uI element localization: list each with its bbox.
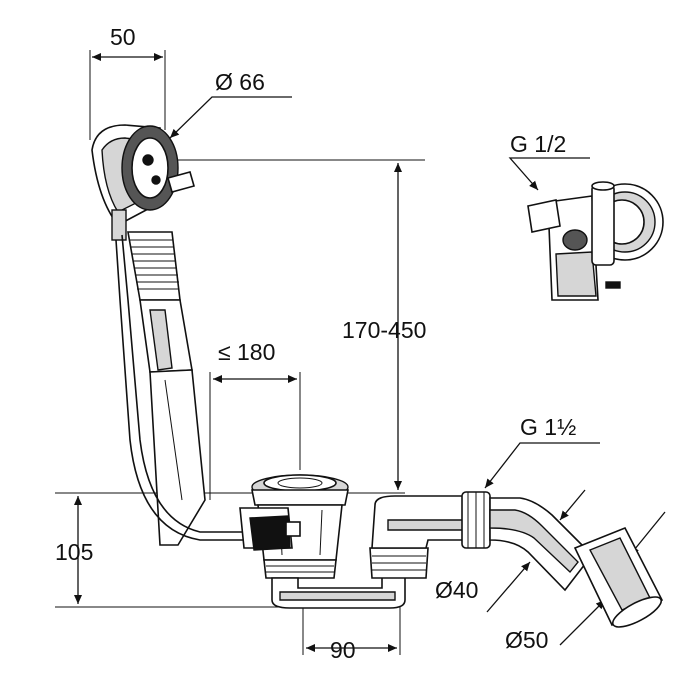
label-diameter-40: Ø40 xyxy=(435,577,478,603)
leader-g12 xyxy=(508,157,590,191)
label-50: 50 xyxy=(110,24,136,50)
label-max-180: ≤ 180 xyxy=(218,339,275,365)
label-diameter-66: Ø 66 xyxy=(215,69,265,95)
label-105: 105 xyxy=(55,539,93,565)
leader-g112 xyxy=(484,442,600,489)
leader-d66 xyxy=(169,96,292,139)
overflow-handle xyxy=(167,171,195,193)
cable-box xyxy=(239,507,301,551)
leader-d40 xyxy=(486,561,531,613)
label-170-450: 170-450 xyxy=(342,317,426,343)
label-90: 90 xyxy=(330,637,356,663)
leader-d40-b xyxy=(559,489,586,521)
dimension-lines xyxy=(74,53,402,652)
leader-d50 xyxy=(559,599,606,646)
siphon-trap xyxy=(271,495,466,609)
detail-fitting xyxy=(527,181,664,301)
leader-lines xyxy=(169,96,666,646)
label-g-half-inch: G 1/2 xyxy=(510,131,566,157)
label-g-one-half-inch: G 1½ xyxy=(520,414,576,440)
label-diameter-50: Ø50 xyxy=(505,627,548,653)
overflow-head xyxy=(91,124,195,241)
dimension-labels: 50 Ø 66 G 1/2 170-450 ≤ 180 G 1½ 105 Ø40… xyxy=(55,24,576,663)
outlet-connector xyxy=(461,491,664,628)
control-cable xyxy=(115,234,245,541)
overflow-hose xyxy=(127,231,206,546)
